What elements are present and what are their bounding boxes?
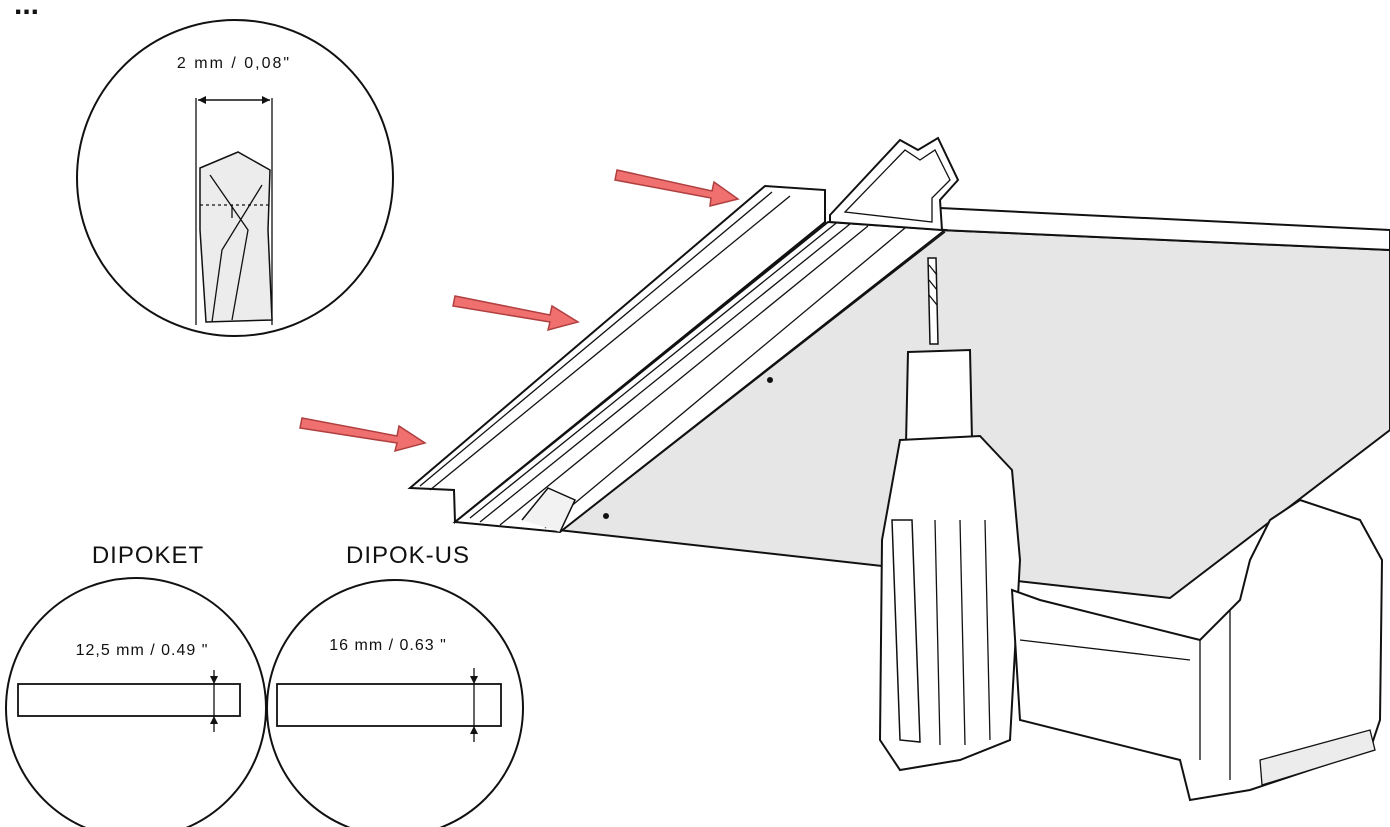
dipoket-detail: DIPOKET 12,5 mm / 0.49 " [5,542,267,827]
drill-bit-detail: 2 mm / 0,08" [76,19,394,337]
dipoket-depth-label: 12,5 mm / 0.49 " [76,642,209,659]
step-marker: ... [14,0,39,21]
arrow-right-icon [299,417,427,453]
cordless-drill-icon [878,257,1384,802]
drill-diameter-label: 2 mm / 0,08" [177,55,291,72]
dipok-us-detail: DIPOK-US 16 mm / 0.63 " [266,542,524,827]
drill-bit-icon [195,98,273,325]
dipok-us-title: DIPOK-US [346,542,470,569]
aluminium-profile [407,136,960,534]
diameter-dimension [198,96,270,104]
dipoket-title: DIPOKET [92,542,204,569]
dipok-us-depth-label: 16 mm / 0.63 " [329,637,447,654]
arrow-right-icon [614,169,740,207]
arrow-right-icon [452,295,580,332]
